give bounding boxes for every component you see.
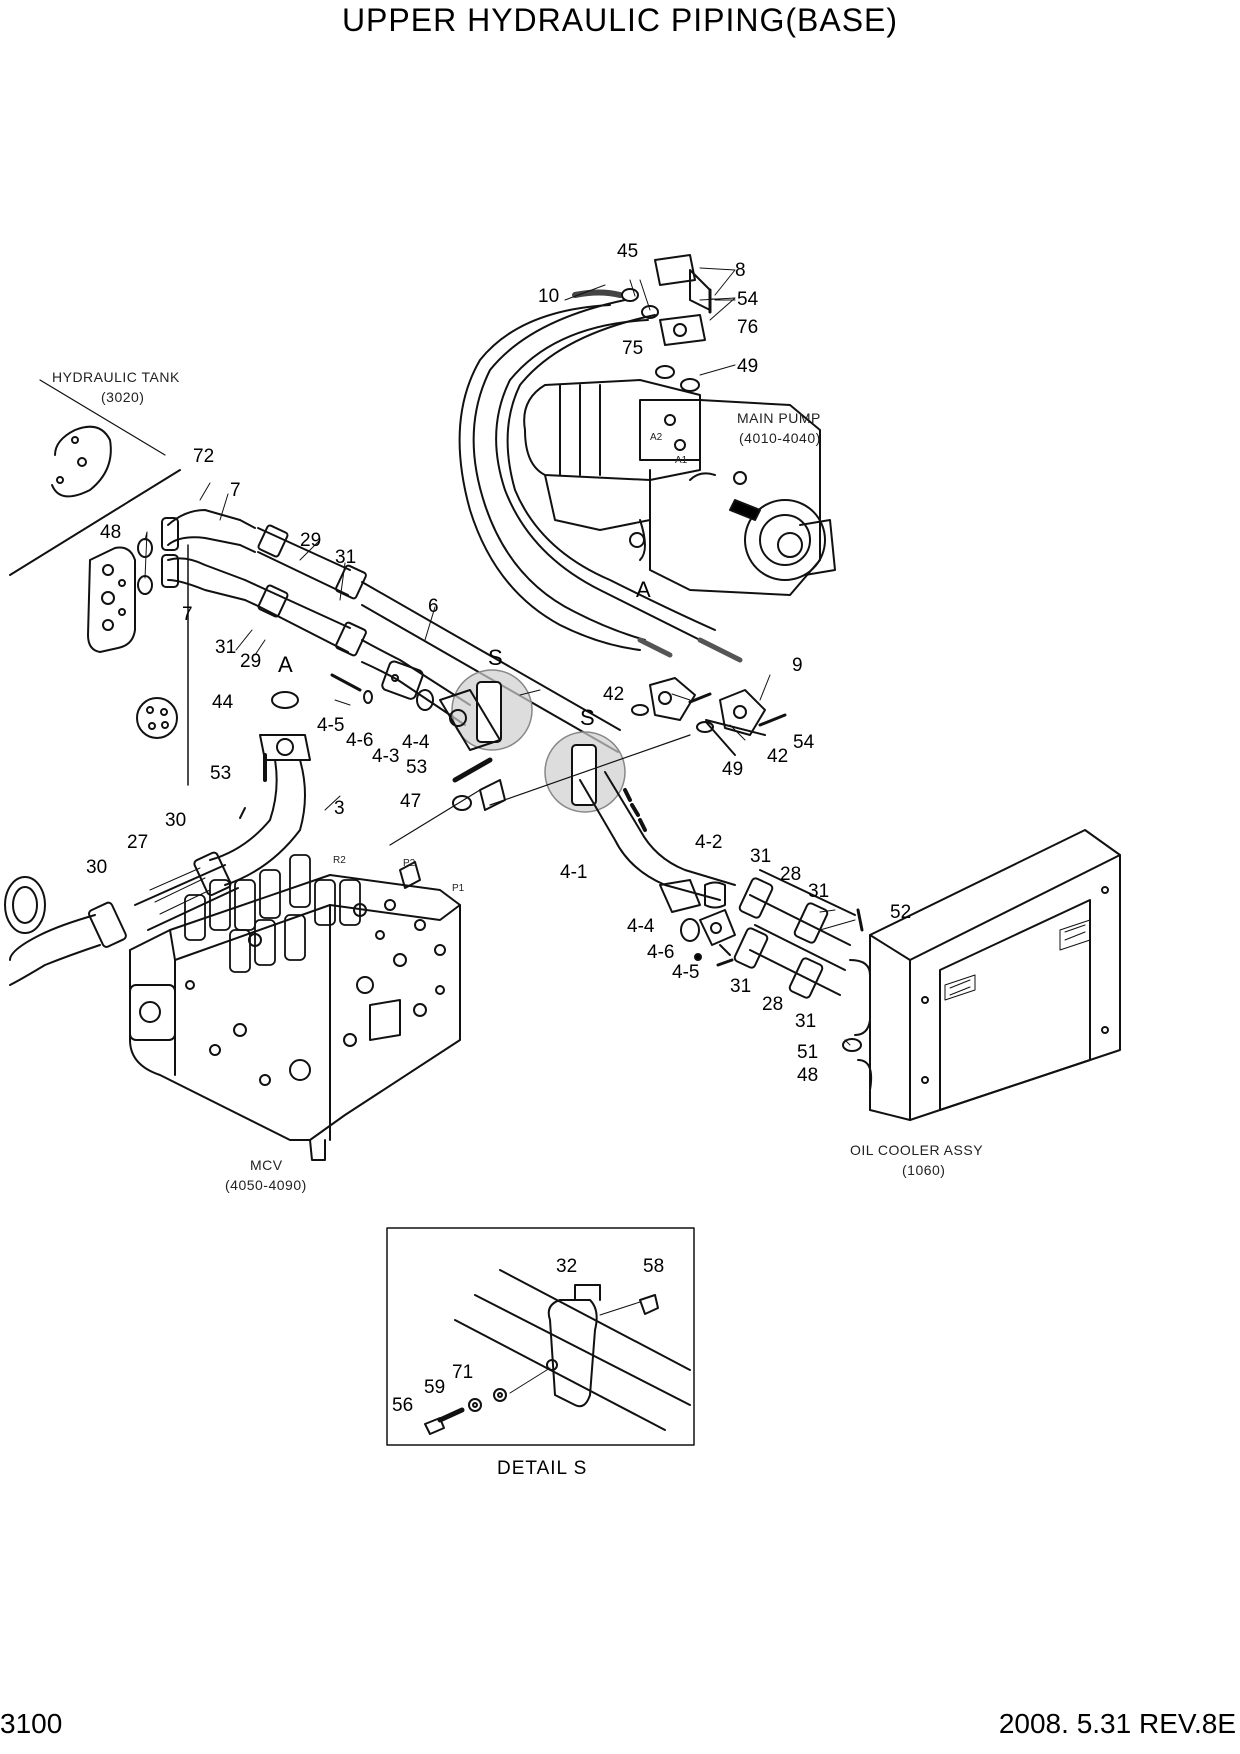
callout-75: 75 — [622, 338, 643, 359]
callout-30: 30 — [165, 810, 186, 831]
callout-48b: 48 — [797, 1065, 818, 1086]
flange-4-3-drawing — [330, 660, 434, 711]
detail-s-title: DETAIL S — [497, 1458, 587, 1479]
small-flange-drawing — [136, 697, 178, 739]
callout-42: 42 — [603, 684, 624, 705]
callout-52: 52 — [890, 902, 911, 923]
flange-plate-drawing — [87, 546, 136, 653]
detail-callout-56: 56 — [392, 1395, 413, 1416]
hydraulic-tank-code: (3020) — [101, 389, 144, 405]
callout-4-5b: 4-5 — [672, 962, 699, 983]
callout-72: 72 — [193, 446, 214, 467]
pipe-7-drawing — [161, 509, 259, 607]
callout-4-6b: 4-6 — [647, 942, 674, 963]
callout-76: 76 — [737, 317, 758, 338]
main-pump-drawing — [523, 379, 836, 596]
callout-54: 54 — [737, 289, 759, 310]
detail-callout-71: 71 — [452, 1362, 473, 1383]
callout-54b: 54 — [793, 732, 815, 753]
callout-4-5: 4-5 — [317, 715, 344, 736]
oil-cooler-code: (1060) — [902, 1162, 945, 1178]
callout-10: 10 — [538, 286, 559, 307]
callout-31b: 31 — [215, 637, 236, 658]
detail-callout-58: 58 — [643, 1256, 664, 1277]
view-marker-a-pump: A — [636, 577, 651, 602]
callout-8: 8 — [735, 260, 746, 281]
detail-callout-59: 59 — [424, 1377, 445, 1398]
view-marker-s1: S — [488, 645, 503, 670]
port-label-a1: A1 — [675, 455, 688, 466]
callout-7b: 7 — [182, 604, 193, 625]
callout-44: 44 — [212, 692, 234, 713]
oil-cooler-drawing — [842, 829, 1121, 1121]
pump-fittings-drawing — [621, 254, 712, 392]
callout-4-4b: 4-4 — [627, 916, 655, 937]
callout-7: 7 — [230, 480, 241, 501]
callout-4-3: 4-3 — [372, 746, 399, 767]
hose-27-drawing — [87, 851, 239, 948]
detail-s-drawing — [424, 1269, 691, 1435]
callout-49b: 49 — [722, 759, 743, 780]
callout-3: 3 — [334, 798, 345, 819]
pump-hoses-drawing — [458, 289, 743, 663]
callout-30b: 30 — [86, 857, 107, 878]
detail-s-box — [386, 1227, 695, 1446]
callout-4-1: 4-1 — [560, 862, 587, 883]
hose-29-upper — [257, 524, 367, 600]
view-marker-s2: S — [580, 705, 595, 730]
mcv-label: MCV — [250, 1157, 283, 1173]
callout-49: 49 — [737, 356, 758, 377]
callout-53: 53 — [406, 757, 427, 778]
callout-31f: 31 — [795, 1011, 816, 1032]
callout-53b: 53 — [210, 763, 231, 784]
tank-outlet-pipe — [4, 876, 101, 986]
callout-28b: 28 — [762, 994, 783, 1015]
port-label-p2: P2 — [403, 858, 416, 869]
mcv-drawing — [129, 854, 461, 1161]
callout-45: 45 — [617, 241, 638, 262]
callout-4-4: 4-4 — [402, 732, 430, 753]
main-pump-label: MAIN PUMP — [737, 410, 821, 426]
callout-9: 9 — [792, 655, 803, 676]
callout-28: 28 — [780, 864, 801, 885]
mcv-code: (4050-4090) — [225, 1177, 307, 1193]
detail-callout-32: 32 — [556, 1256, 577, 1277]
hydraulic-tank-drawing — [9, 379, 181, 576]
callout-31e: 31 — [730, 976, 751, 997]
flange-4-4-drawing — [439, 689, 501, 751]
callout-47: 47 — [400, 791, 421, 812]
hoses-28-drawing — [733, 869, 856, 999]
callout-31d: 31 — [808, 881, 829, 902]
callout-27: 27 — [127, 832, 148, 853]
callout-4-2: 4-2 — [695, 832, 722, 853]
oil-cooler-label: OIL COOLER ASSY — [850, 1142, 983, 1158]
leader-lines — [144, 267, 856, 1046]
callout-29: 29 — [300, 530, 321, 551]
callout-42b: 42 — [767, 746, 788, 767]
page-number: 3100 — [0, 1708, 63, 1739]
callout-31: 31 — [335, 547, 356, 568]
callout-labels: 45 8 10 54 76 75 49 72 7 48 29 31 7 6 31… — [86, 241, 911, 1086]
callout-6: 6 — [428, 596, 439, 617]
callout-A1: A — [278, 652, 293, 677]
date-revision: 2008. 5.31 REV.8E — [998, 1708, 1236, 1739]
main-pump-code: (4010-4040) — [739, 430, 821, 446]
callout-48: 48 — [100, 522, 121, 543]
port-label-p1: P1 — [452, 883, 465, 894]
port-label-a2: A2 — [650, 432, 663, 443]
callout-4-6: 4-6 — [346, 730, 373, 751]
callout-31c: 31 — [750, 846, 771, 867]
pipe-4-1-drawing — [579, 771, 736, 967]
pipe-3-drawing — [209, 734, 311, 886]
hose-29-lower — [257, 584, 367, 657]
hydraulic-tank-label: HYDRAULIC TANK — [52, 369, 180, 385]
callout-51: 51 — [797, 1042, 818, 1063]
page-title: UPPER HYDRAULIC PIPING(BASE) — [341, 2, 899, 38]
callout-29b: 29 — [240, 651, 261, 672]
flanges-42-drawing — [631, 677, 787, 756]
port-label-r2: R2 — [333, 855, 346, 866]
